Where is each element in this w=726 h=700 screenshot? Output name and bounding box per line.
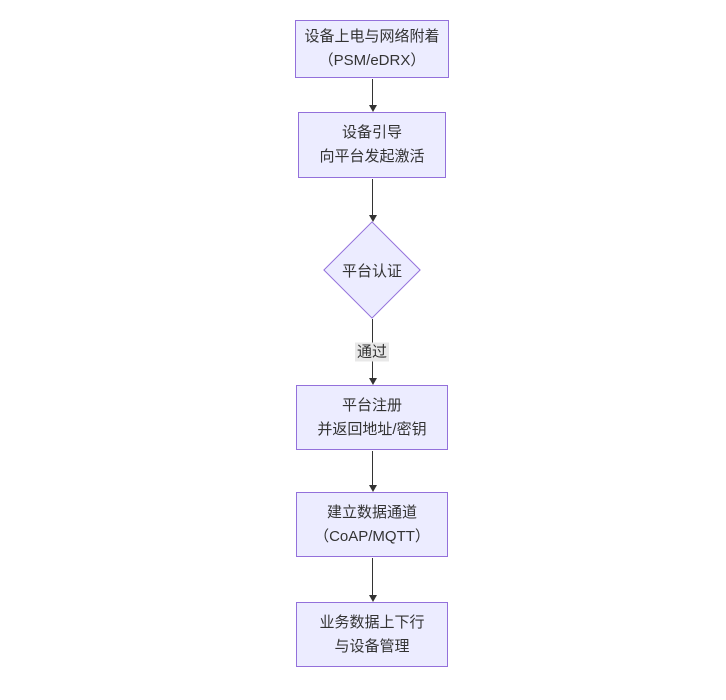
node-text-line: 平台注册 [341, 396, 402, 414]
node-platform-register: 平台注册 并返回地址/密钥 [296, 385, 448, 450]
flow-arrow-4 [368, 451, 377, 492]
node-text-line: 建立数据通道 [326, 503, 417, 521]
node-data-channel: 建立数据通道 （CoAP/MQTT） [296, 492, 448, 557]
node-text-line: 业务数据上下行 [319, 613, 425, 631]
decision-platform-auth: 平台认证 [322, 221, 422, 319]
edge-label-pass: 通过 [354, 342, 390, 362]
flow-arrow-5 [368, 558, 377, 602]
node-text-line: 并返回地址/密钥 [317, 420, 427, 438]
node-business-data: 业务数据上下行 与设备管理 [296, 602, 448, 667]
arrow-line [372, 179, 373, 216]
flow-arrow-2 [368, 179, 377, 222]
node-device-power-attach: 设备上电与网络附着 （PSM/eDRX） [295, 20, 449, 78]
node-device-bootstrap: 设备引导 向平台发起激活 [298, 112, 446, 178]
arrow-line [372, 451, 373, 486]
arrowhead-down-icon [368, 485, 377, 492]
flow-arrow-1 [368, 79, 377, 112]
arrow-line [372, 79, 373, 106]
node-text-line: 与设备管理 [334, 637, 410, 655]
node-text-line: （PSM/eDRX） [318, 52, 426, 69]
node-text-line: 设备引导 [341, 124, 402, 141]
arrowhead-down-icon [368, 215, 377, 222]
arrow-line [372, 558, 373, 596]
arrowhead-down-icon [368, 595, 377, 602]
node-text-line: （CoAP/MQTT） [314, 527, 430, 545]
node-text-line: 设备上电与网络附着 [304, 28, 440, 45]
arrowhead-down-icon [368, 105, 377, 112]
arrowhead-down-icon [368, 378, 377, 385]
node-text-line: 平台认证 [341, 262, 402, 280]
node-text-line: 向平台发起激活 [319, 148, 425, 165]
